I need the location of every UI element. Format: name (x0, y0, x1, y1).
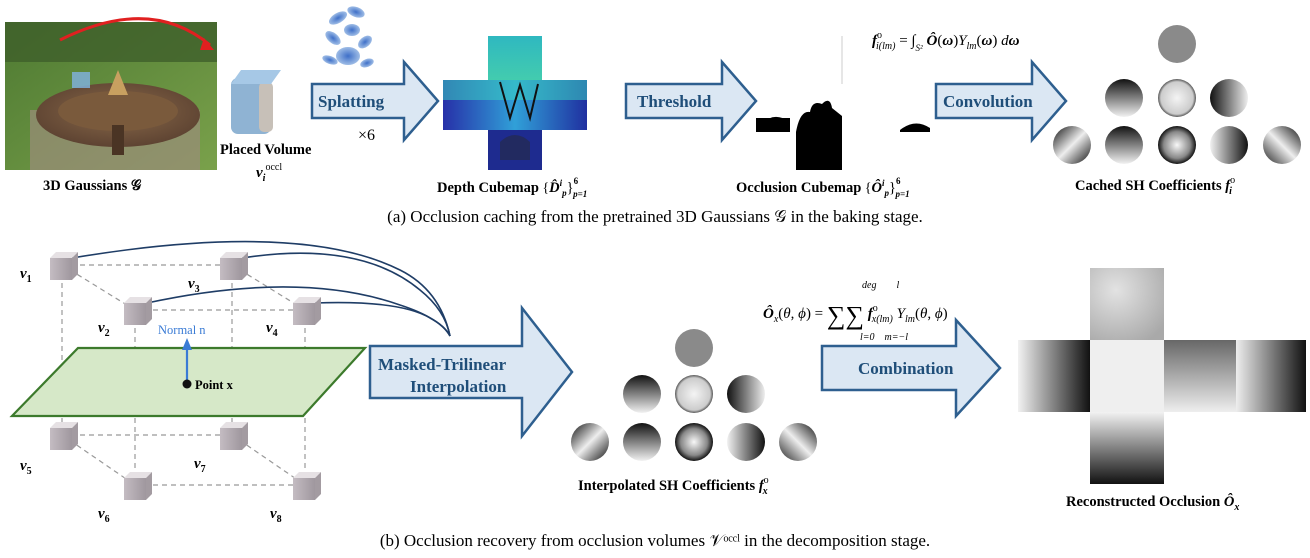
gaussian-splats-icon (322, 6, 374, 68)
convolution-arrow (934, 58, 1068, 144)
splatting-label: Splatting (318, 92, 385, 111)
threshold-label: Threshold (637, 92, 712, 111)
masked-label-line1: Masked-Trilinear (378, 355, 507, 374)
point-marker (182, 379, 192, 389)
combination-label: Combination (858, 359, 954, 378)
caption-a: (a) Occlusion caching from the pretraine… (387, 207, 923, 226)
vertex-cube-v4 (293, 297, 321, 325)
vertex-cube-v5 (50, 422, 78, 450)
interpolation-curves (71, 240, 451, 337)
splatting-arrow (310, 58, 440, 144)
vertex-cube-v2 (124, 297, 152, 325)
interpolated-sh-spheres (571, 329, 817, 461)
gaussian-scene-photo (5, 17, 217, 170)
point-label: Point x (195, 378, 234, 392)
vertex-cube-v1 (50, 252, 78, 280)
normal-label: Normal n (158, 323, 206, 337)
depth-cubemap (443, 36, 587, 170)
reconstructed-cubemap (1018, 268, 1306, 484)
combination-arrow (820, 316, 1002, 420)
vertex-label-v7: v7 (194, 456, 206, 475)
reconstructed-label: Reconstructed Occlusion Ôx (1066, 493, 1239, 513)
vertex-label-v3: v3 (188, 276, 200, 295)
normal-vector (182, 338, 192, 382)
vertex-cube-v7 (220, 422, 248, 450)
occlusion-cubemap (756, 36, 930, 170)
vertex-cube-v3 (220, 252, 248, 280)
cached-sh-spheres (1053, 25, 1301, 164)
masked-label-line2: Interpolation (410, 377, 507, 396)
vertex-cube-v6 (124, 472, 152, 500)
vertex-label-v1: v1 (20, 266, 32, 285)
vertex-labels: v1 v2 v3 v4 v5 v6 v7 v8 (20, 266, 282, 525)
convolution-label: Convolution (943, 92, 1033, 111)
vertex-label-v6: v6 (98, 506, 110, 525)
masked-trilinear-arrow (368, 304, 574, 440)
vertex-cubes (50, 252, 321, 500)
placed-volume-cube (231, 70, 281, 134)
vertex-label-v2: v2 (98, 320, 110, 339)
threshold-arrow (624, 58, 758, 144)
vertex-label-v4: v4 (266, 320, 278, 339)
caption-b: (b) Occlusion recovery from occlusion vo… (380, 531, 930, 550)
volume-label: Placed Volume (220, 142, 312, 158)
occlusion-volume-lattice (61, 264, 306, 486)
photo-label: 3D Gaussians 𝒢 (43, 178, 142, 194)
vertex-label-v8: v8 (270, 506, 282, 525)
times-six-label: ×6 (358, 127, 375, 144)
volume-symbol: vioccl (256, 162, 282, 184)
vertex-label-v5: v5 (20, 458, 32, 477)
vertex-cube-v8 (293, 472, 321, 500)
